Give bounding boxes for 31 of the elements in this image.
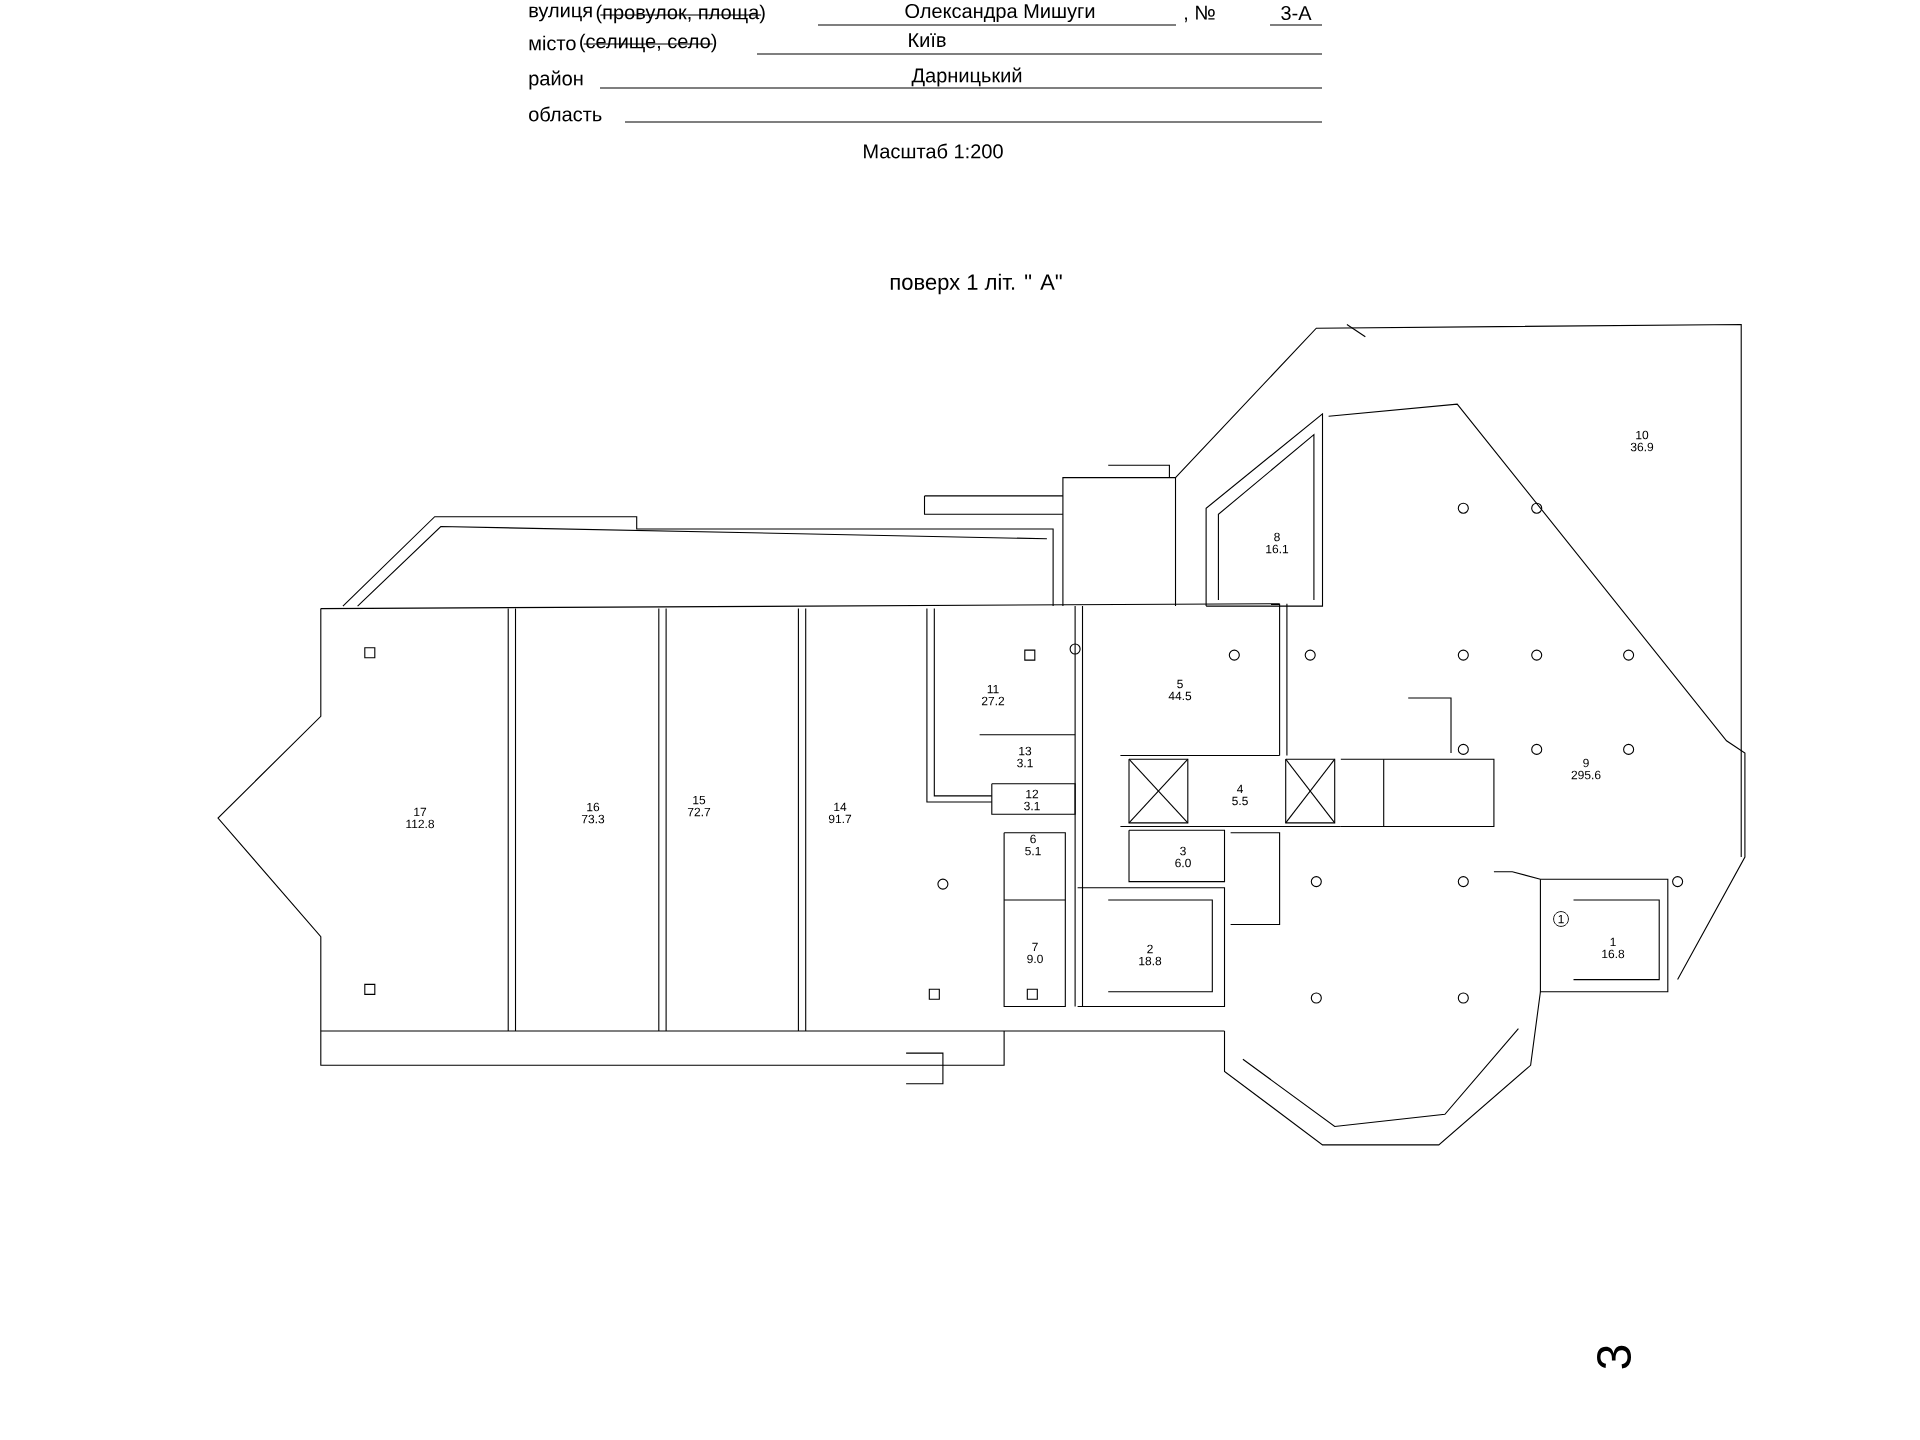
room-label: 5 44.5 <box>1168 679 1192 701</box>
form-label: вулиця <box>529 6 592 22</box>
form-label: Дарницький <box>911 67 1022 87</box>
struck-label: (селище, село) <box>580 33 717 53</box>
form-label: район <box>529 70 583 90</box>
form-label: Масштаб 1:200 <box>864 143 1003 159</box>
room-label: 10 36.9 <box>1630 430 1654 452</box>
room-label: 7 9.0 <box>1027 942 1043 964</box>
room-label: 1 16.8 <box>1602 937 1625 959</box>
room-label: 14 91.7 <box>828 802 852 824</box>
room-label: 9 295.6 <box>1571 758 1601 780</box>
plan-title: поверх 1 літ. " А" <box>890 273 1062 295</box>
form-label: Київ <box>909 33 946 47</box>
form-label: Олександра Мишуги <box>905 3 1095 23</box>
room-label: 12 3.1 <box>1024 789 1040 811</box>
struck-label: (провулок, площа) <box>596 4 765 24</box>
room-label: 8 16.1 <box>1266 532 1289 554</box>
form-label: , № <box>1185 5 1215 23</box>
room-label: 17 112.8 <box>406 807 435 829</box>
form-label: 3-А <box>1281 5 1312 21</box>
room-label: 6 5.1 <box>1025 834 1041 856</box>
room-label: 16 73.3 <box>581 802 605 824</box>
room-label: 11 27.2 <box>981 684 1005 706</box>
form-label: область <box>529 106 602 122</box>
page-number: 3 <box>1597 1345 1631 1369</box>
room-label: 2 18.8 <box>1139 944 1162 966</box>
room-label: 4 5.5 <box>1232 784 1248 806</box>
room-label: 13 3.1 <box>1017 746 1033 768</box>
room-label: 15 72.7 <box>687 795 711 817</box>
room-label: 3 6.0 <box>1175 846 1191 868</box>
form-label: місто <box>529 35 576 51</box>
